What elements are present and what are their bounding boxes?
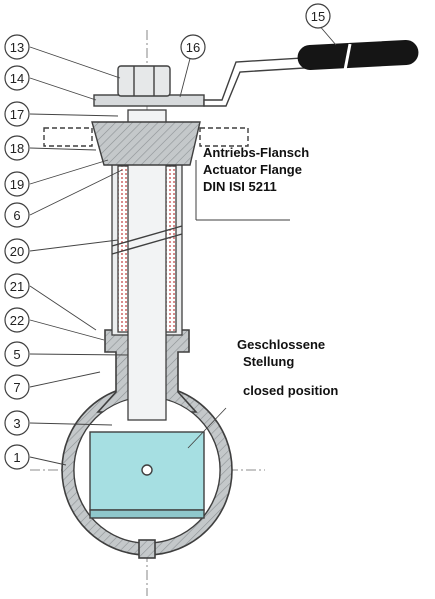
svg-text:1: 1 xyxy=(13,450,20,465)
actuator-flange xyxy=(43,121,290,221)
svg-text:7: 7 xyxy=(13,380,20,395)
annotation-line: Stellung xyxy=(243,354,295,369)
lever-handle xyxy=(297,39,419,71)
svg-text:20: 20 xyxy=(10,244,24,259)
svg-text:5: 5 xyxy=(13,347,20,362)
annotation-line: DIN ISI 5211 xyxy=(203,179,277,194)
svg-text:14: 14 xyxy=(10,71,24,86)
callout-1: 1 xyxy=(4,444,30,470)
svg-text:19: 19 xyxy=(10,177,24,192)
callout-15: 15 xyxy=(305,3,331,29)
callout-13: 13 xyxy=(4,34,30,60)
annotation-line: Actuator Flange xyxy=(203,162,302,177)
callout-markers: 13 14 17 18 19 6 20 21 22 5 7 3 1 16 15 xyxy=(4,3,331,470)
svg-text:16: 16 xyxy=(186,40,200,55)
callout-19: 19 xyxy=(4,171,30,197)
svg-text:18: 18 xyxy=(10,141,24,156)
callout-3: 3 xyxy=(4,410,30,436)
svg-text:13: 13 xyxy=(10,40,24,55)
valve-disc xyxy=(89,431,205,519)
annotation-line: Antriebs-Flansch xyxy=(203,145,310,160)
callout-6: 6 xyxy=(4,202,30,228)
callout-14: 14 xyxy=(4,65,30,91)
callout-5: 5 xyxy=(4,341,30,367)
closed-position-annotation: Geschlossene Stellung closed position xyxy=(237,336,338,399)
callout-22: 22 xyxy=(4,307,30,333)
callout-7: 7 xyxy=(4,374,30,400)
svg-text:22: 22 xyxy=(10,313,24,328)
callout-18: 18 xyxy=(4,135,30,161)
callout-16: 16 xyxy=(180,34,206,60)
callout-20: 20 xyxy=(4,238,30,264)
actuator-flange-annotation: Antriebs-Flansch Actuator Flange DIN ISI… xyxy=(203,144,309,195)
svg-text:15: 15 xyxy=(311,9,325,24)
annotation-line: Geschlossene xyxy=(237,337,326,352)
svg-text:21: 21 xyxy=(10,279,24,294)
callout-21: 21 xyxy=(4,273,30,299)
svg-text:17: 17 xyxy=(10,107,24,122)
svg-text:3: 3 xyxy=(13,416,20,431)
svg-text:6: 6 xyxy=(13,208,20,223)
callout-17: 17 xyxy=(4,101,30,127)
annotation-line: closed position xyxy=(243,383,339,398)
